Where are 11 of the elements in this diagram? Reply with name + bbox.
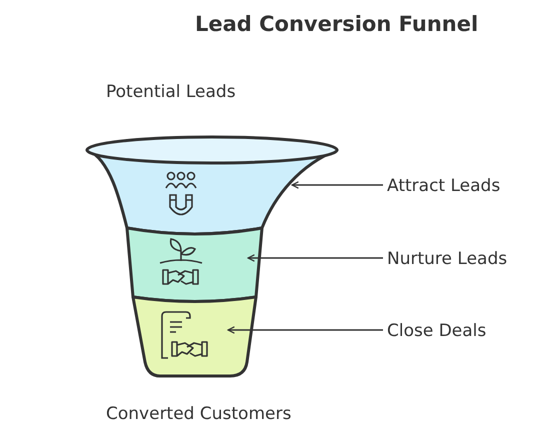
stage-label: Nurture Leads [387, 249, 508, 269]
arrow [247, 254, 383, 262]
arrow [291, 181, 383, 189]
title: Lead Conversion Funnel [195, 12, 478, 36]
caption-text: Potential Leads [106, 82, 236, 102]
caption-text: Converted Customers [106, 404, 292, 424]
funnel-section [132, 296, 258, 378]
stage-label: Attract Leads [387, 176, 500, 196]
funnel-section [86, 136, 338, 236]
arrow [227, 326, 383, 334]
stage-label: Close Deals [387, 321, 486, 341]
